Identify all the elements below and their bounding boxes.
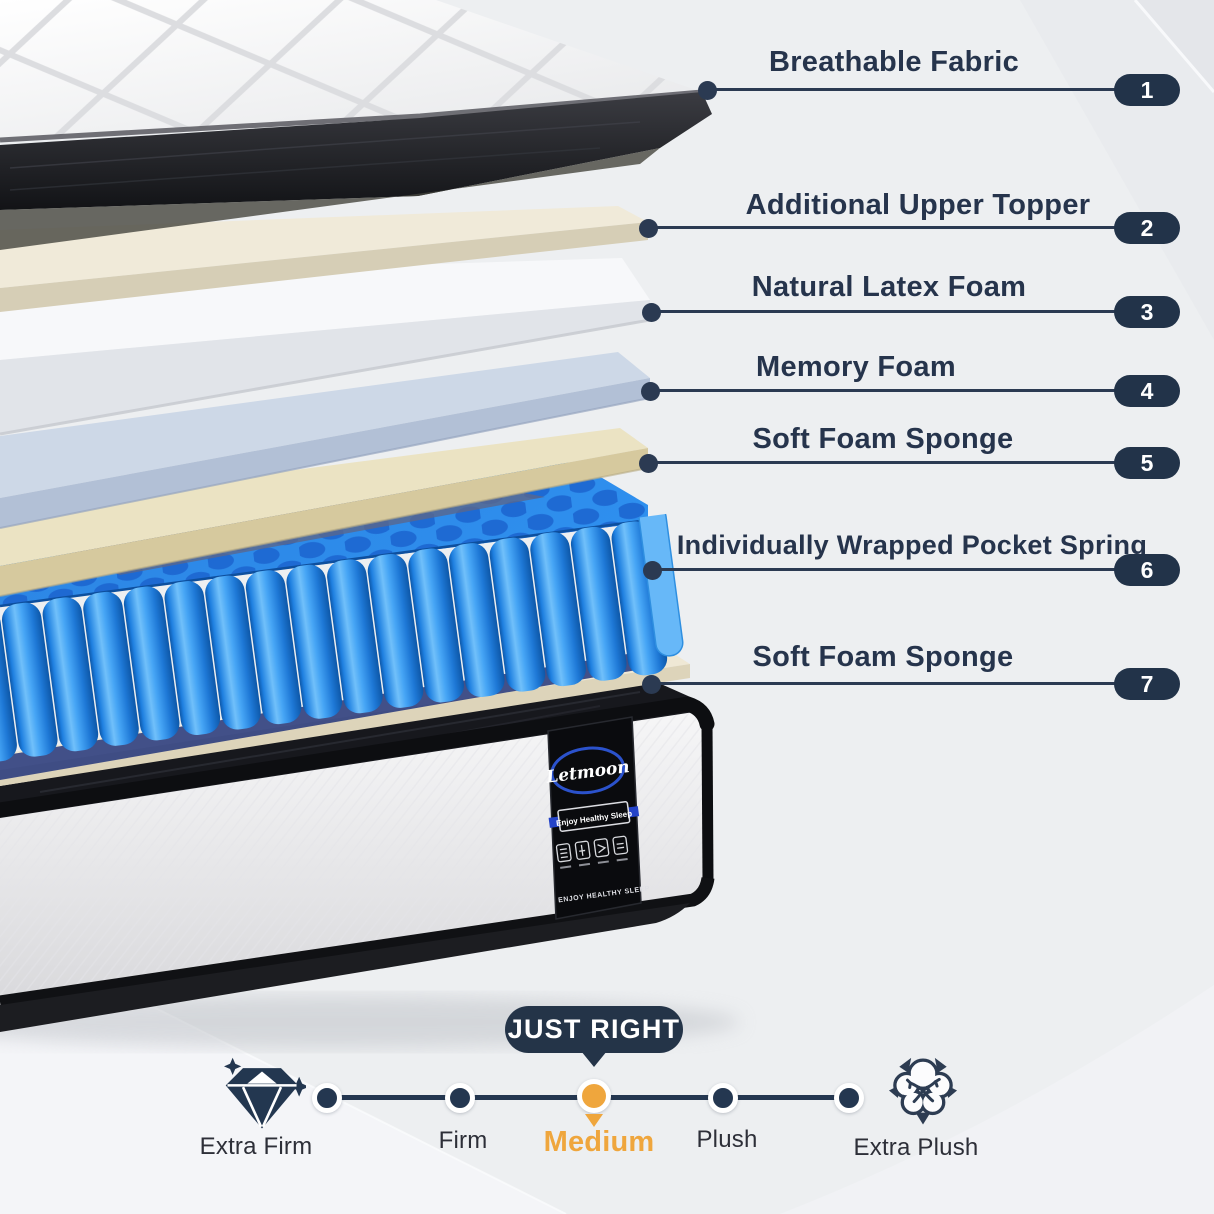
callout-badge: 7 (1114, 668, 1180, 700)
callout-number: 4 (1140, 377, 1154, 404)
callout-number: 1 (1140, 76, 1154, 103)
firmness-medium-pointer (585, 1114, 603, 1127)
brand-logo-oval (550, 746, 626, 795)
firmness-dot-extra-firm (312, 1083, 342, 1113)
just-right-badge: JUST RIGHT (505, 1006, 683, 1053)
brand-label-band: Letmoon Enjoy Healthy Sleep (544, 716, 650, 920)
callout-line (651, 682, 1116, 685)
callout-line (648, 461, 1116, 464)
firmness-label-medium: Medium (543, 1126, 655, 1158)
callout-badge: 3 (1114, 296, 1180, 328)
callout-line (648, 226, 1116, 229)
callout-dot (642, 675, 661, 694)
firmness-label-plush: Plush (696, 1126, 758, 1153)
callout-line (650, 389, 1116, 392)
callout-label: Soft Foam Sponge (752, 423, 1014, 455)
firmness-dot-firm (445, 1083, 475, 1113)
layer-soft-foam-top (0, 428, 649, 597)
callout-badge: 2 (1114, 212, 1180, 244)
spring-tip-sleeve (638, 508, 684, 657)
callout-label: Soft Foam Sponge (752, 641, 1014, 673)
callout-label: Individually Wrapped Pocket Spring (676, 530, 1148, 560)
callout-dot (639, 454, 658, 473)
layer-top-mattress (0, 0, 712, 250)
just-right-badge-tail (581, 1051, 607, 1067)
firmness-label-extra-plush: Extra Plush (853, 1134, 979, 1161)
callout-badge: 5 (1114, 447, 1180, 479)
callout-label: Memory Foam (756, 351, 956, 383)
callout-badge: 4 (1114, 375, 1180, 407)
spring-cylinders (0, 508, 684, 765)
callout-line (651, 310, 1116, 313)
callout-number: 2 (1140, 214, 1154, 241)
callout-label: Breathable Fabric (768, 46, 1020, 78)
care-icons (555, 835, 629, 863)
callout-label: Natural Latex Foam (751, 271, 1027, 303)
callout-number: 7 (1140, 670, 1154, 697)
top-mattress-side-band (0, 92, 712, 210)
callout-label: Additional Upper Topper (745, 189, 1091, 221)
callout-dot (698, 81, 717, 100)
callout-number: 6 (1140, 556, 1154, 583)
cotton-icon (888, 1057, 958, 1125)
callout-dot (641, 382, 660, 401)
firmness-dot-extra-plush (834, 1083, 864, 1113)
callout-badge: 6 (1114, 554, 1180, 586)
layer-memory-foam (0, 352, 651, 529)
layer-base-mattress: Letmoon Enjoy Healthy Sleep (0, 680, 715, 1032)
callout-dot (643, 561, 662, 580)
diamond-icon (224, 1057, 306, 1129)
callout-line (652, 568, 1116, 571)
firmness-dot-plush (708, 1083, 738, 1113)
firmness-label-firm: Firm (438, 1127, 488, 1154)
callout-dot (642, 303, 661, 322)
callout-number: 3 (1140, 298, 1154, 325)
firmness-dot-medium-selected (577, 1079, 611, 1113)
firmness-label-extra-firm: Extra Firm (199, 1133, 313, 1160)
care-icon-captions (560, 857, 628, 869)
callout-badge: 1 (1114, 74, 1180, 106)
callout-number: 5 (1140, 449, 1154, 476)
callout-line (707, 88, 1116, 91)
callout-dot (639, 219, 658, 238)
